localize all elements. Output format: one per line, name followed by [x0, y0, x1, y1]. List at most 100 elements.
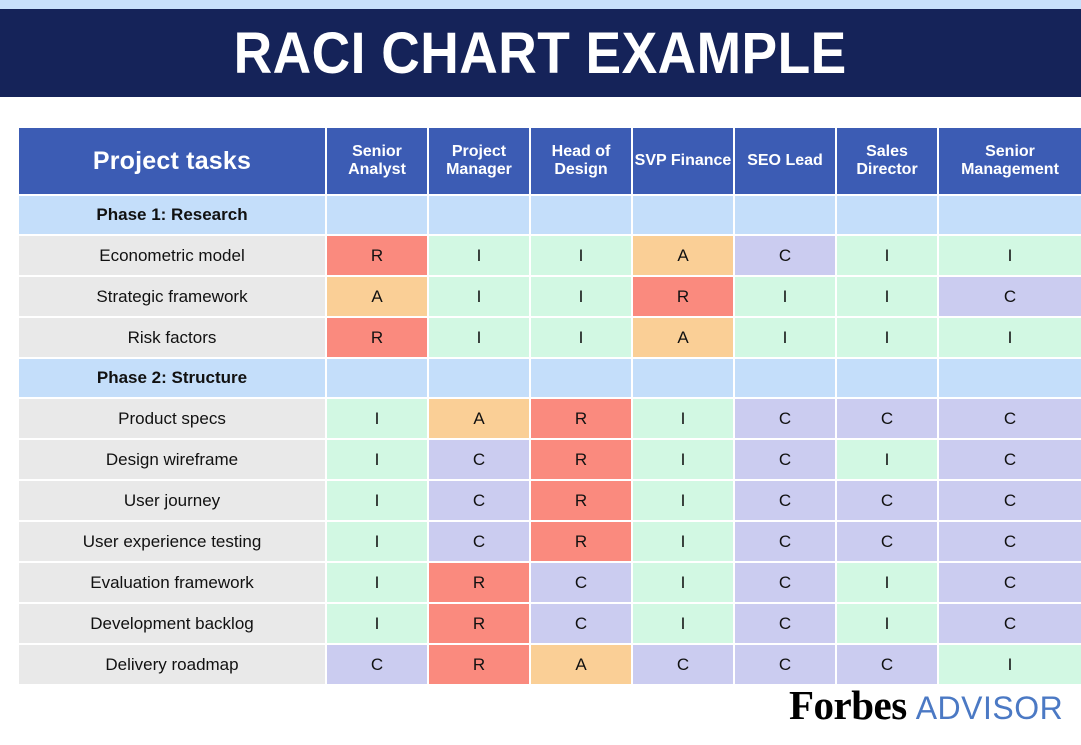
forbes-advisor-logo: Forbes ADVISOR: [789, 681, 1063, 729]
title-banner: RACI CHART EXAMPLE: [0, 9, 1081, 97]
phase-spacer-cell: [531, 359, 631, 397]
task-label: Econometric model: [19, 236, 325, 275]
header-role-svp-finance: SVP Finance: [633, 128, 733, 194]
raci-cell: C: [939, 604, 1081, 643]
task-label: Risk factors: [19, 318, 325, 357]
raci-cell: C: [429, 522, 529, 561]
raci-cell: C: [327, 645, 427, 684]
raci-cell: I: [837, 236, 937, 275]
raci-cell: I: [837, 440, 937, 479]
phase-row: Phase 1: Research: [19, 196, 1081, 234]
raci-cell: C: [837, 481, 937, 520]
raci-cell: C: [939, 522, 1081, 561]
raci-cell: I: [939, 318, 1081, 357]
raci-cell: C: [735, 563, 835, 602]
task-label: User journey: [19, 481, 325, 520]
raci-cell: I: [531, 236, 631, 275]
raci-table-container: Project tasks Senior Analyst Project Man…: [17, 126, 1081, 686]
phase-spacer-cell: [939, 359, 1081, 397]
phase-spacer-cell: [837, 196, 937, 234]
raci-cell: A: [531, 645, 631, 684]
raci-cell: R: [531, 399, 631, 438]
raci-cell: I: [837, 563, 937, 602]
raci-cell: C: [735, 645, 835, 684]
raci-cell: C: [429, 440, 529, 479]
task-label: Delivery roadmap: [19, 645, 325, 684]
header-role-senior-management: Senior Management: [939, 128, 1081, 194]
raci-cell: R: [327, 236, 427, 275]
task-label: User experience testing: [19, 522, 325, 561]
phase-spacer-cell: [735, 196, 835, 234]
raci-cell: I: [327, 604, 427, 643]
raci-cell: I: [531, 318, 631, 357]
raci-cell: I: [327, 481, 427, 520]
raci-cell: I: [837, 318, 937, 357]
raci-cell: C: [939, 399, 1081, 438]
task-label: Product specs: [19, 399, 325, 438]
raci-cell: A: [429, 399, 529, 438]
raci-cell: R: [429, 645, 529, 684]
raci-cell: C: [735, 522, 835, 561]
header-role-head-of-design: Head of Design: [531, 128, 631, 194]
raci-cell: C: [633, 645, 733, 684]
raci-cell: R: [429, 563, 529, 602]
raci-cell: C: [837, 645, 937, 684]
raci-cell: I: [837, 277, 937, 316]
raci-cell: C: [939, 563, 1081, 602]
raci-cell: I: [633, 481, 733, 520]
raci-cell: I: [837, 604, 937, 643]
raci-cell: R: [429, 604, 529, 643]
header-row: Project tasks Senior Analyst Project Man…: [19, 128, 1081, 194]
header-role-seo-lead: SEO Lead: [735, 128, 835, 194]
raci-cell: C: [735, 481, 835, 520]
raci-cell: C: [837, 522, 937, 561]
raci-cell: I: [327, 563, 427, 602]
phase-spacer-cell: [735, 359, 835, 397]
raci-cell: R: [531, 440, 631, 479]
task-label: Evaluation framework: [19, 563, 325, 602]
raci-cell: C: [429, 481, 529, 520]
raci-cell: C: [735, 604, 835, 643]
phase-label: Phase 1: Research: [19, 196, 325, 234]
phase-spacer-cell: [429, 359, 529, 397]
raci-cell: I: [735, 277, 835, 316]
raci-cell: C: [735, 440, 835, 479]
raci-cell: I: [327, 399, 427, 438]
raci-cell: C: [837, 399, 937, 438]
raci-cell: I: [939, 645, 1081, 684]
raci-cell: A: [327, 277, 427, 316]
raci-cell: I: [327, 440, 427, 479]
raci-cell: I: [429, 277, 529, 316]
raci-cell: I: [531, 277, 631, 316]
raci-cell: R: [327, 318, 427, 357]
page-title: RACI CHART EXAMPLE: [233, 20, 848, 86]
task-label: Strategic framework: [19, 277, 325, 316]
task-label: Development backlog: [19, 604, 325, 643]
raci-cell: R: [531, 522, 631, 561]
task-label: Design wireframe: [19, 440, 325, 479]
raci-cell: C: [939, 277, 1081, 316]
raci-cell: I: [735, 318, 835, 357]
raci-cell: A: [633, 236, 733, 275]
phase-spacer-cell: [327, 359, 427, 397]
raci-cell: I: [939, 236, 1081, 275]
raci-cell: A: [633, 318, 733, 357]
raci-cell: I: [327, 522, 427, 561]
raci-cell: C: [735, 399, 835, 438]
phase-spacer-cell: [837, 359, 937, 397]
raci-cell: I: [633, 440, 733, 479]
raci-cell: I: [633, 563, 733, 602]
raci-cell: C: [531, 604, 631, 643]
raci-cell: C: [939, 440, 1081, 479]
raci-cell: I: [429, 318, 529, 357]
phase-row: Phase 2: Structure: [19, 359, 1081, 397]
